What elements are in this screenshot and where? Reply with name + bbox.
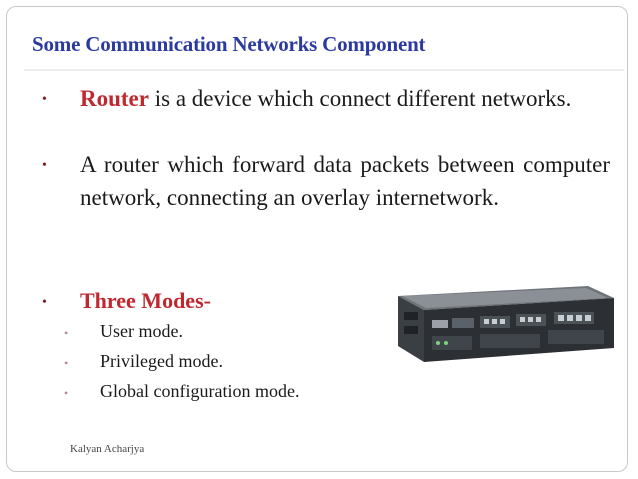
title-divider — [24, 69, 624, 71]
bullet-marker: • — [42, 92, 47, 107]
router-definition-text: is a device which connect different netw… — [148, 86, 572, 111]
slide-title: Some Communication Networks Component — [32, 32, 426, 56]
slide-author-footer: Kalyan Acharjya — [70, 443, 145, 455]
mode-item-privileged: Privileged mode. — [100, 351, 223, 371]
sub-bullet-marker: • — [64, 386, 69, 400]
sub-bullet-marker: • — [64, 326, 69, 340]
three-modes-heading: Three Modes- — [80, 288, 211, 313]
mode-item-global-config: Global configuration mode. — [100, 381, 300, 401]
slide-frame — [6, 6, 628, 472]
bullet-marker: • — [42, 295, 47, 310]
bullet-router-function: A router which forward data packets betw… — [80, 152, 610, 210]
router-keyword: Router — [80, 86, 149, 111]
bullet-router-definition: Router is a device which connect differe… — [80, 82, 610, 115]
mode-item-user: User mode. — [100, 321, 183, 341]
bullet-marker: • — [42, 158, 47, 173]
sub-bullet-marker: • — [64, 356, 69, 370]
router-device-icon — [398, 286, 614, 362]
